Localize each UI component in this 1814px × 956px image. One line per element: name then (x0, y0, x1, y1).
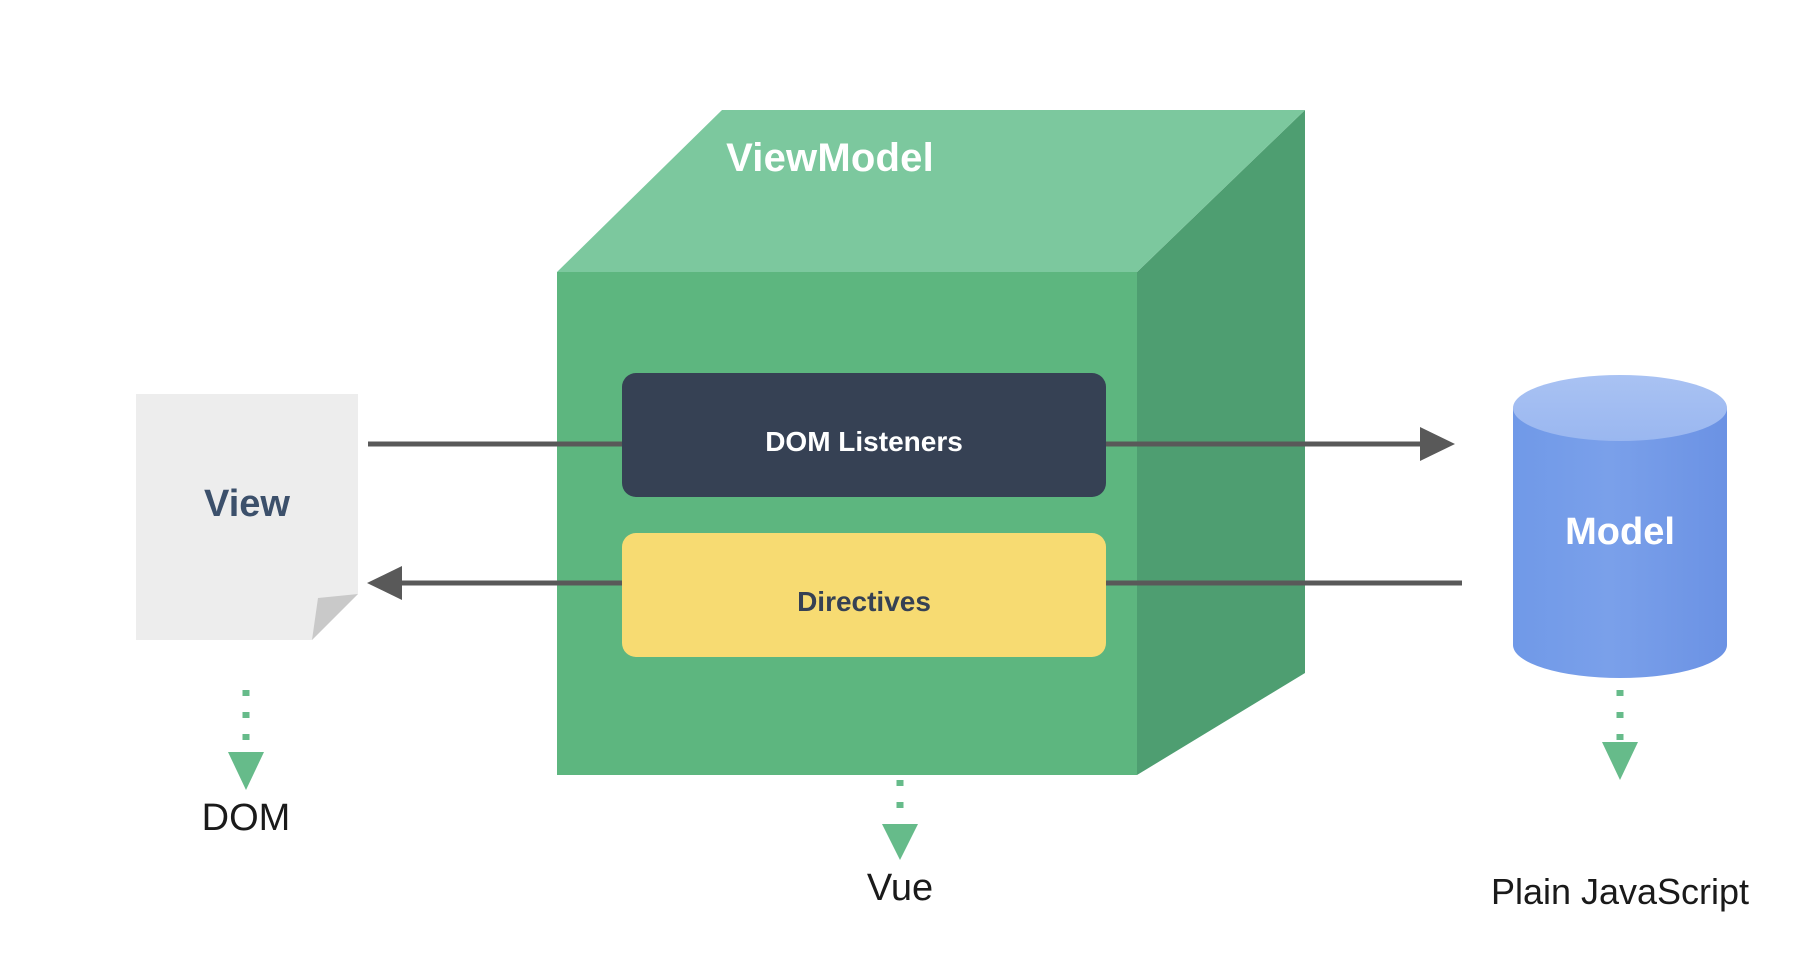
annotation-arrow-head-vue-icon (882, 824, 918, 860)
annotation-arrow-model (1602, 690, 1638, 780)
dom-listeners-box[interactable] (622, 373, 1106, 497)
cylinder-top-ellipse (1513, 375, 1727, 441)
annotation-label-plain-js-objects-line1: Plain JavaScript (1490, 870, 1750, 912)
annotation-arrow-vue (882, 780, 918, 860)
directives-box[interactable] (622, 533, 1106, 657)
arrow-head-left-icon (367, 566, 402, 600)
annotation-arrow-head-model-icon (1602, 742, 1638, 780)
view-document-body (136, 394, 358, 640)
model-cylinder-node[interactable] (1513, 375, 1727, 678)
annotation-label-vue: Vue (866, 867, 934, 909)
view-label: View (204, 483, 290, 525)
viewmodel-label: ViewModel (726, 136, 934, 180)
cylinder-body (1513, 408, 1727, 678)
annotation-arrow-head-dom-icon (228, 752, 264, 790)
annotation-arrow-dom (228, 690, 264, 790)
cube-top-face (557, 110, 1305, 272)
view-document-fold-icon (312, 594, 358, 640)
view-document-node[interactable] (136, 394, 358, 640)
directives-label: Directives (797, 586, 931, 617)
annotation-label-plain-js-objects: Plain JavaScript Objects (1455, 786, 1785, 956)
dom-listeners-label: DOM Listeners (765, 426, 963, 457)
annotation-label-dom: DOM (201, 797, 291, 839)
model-label: Model (1565, 511, 1675, 553)
cube-front-face (557, 272, 1137, 775)
arrow-head-right-icon (1420, 427, 1455, 461)
